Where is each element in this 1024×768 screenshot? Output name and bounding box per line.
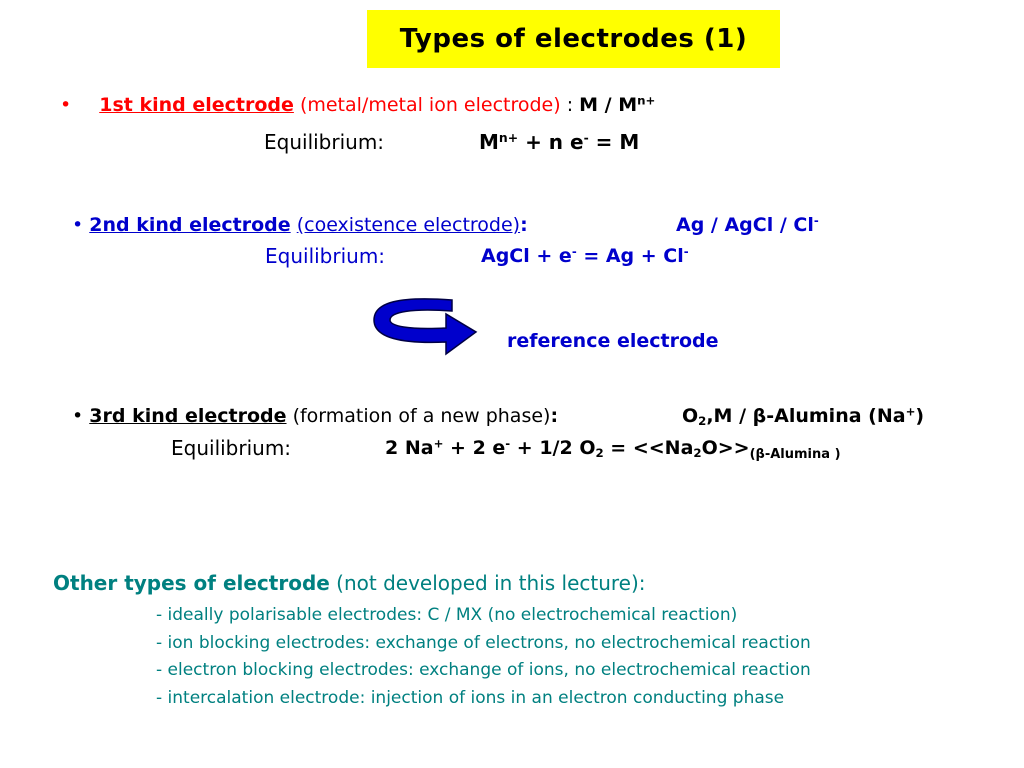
first-kind-formula: M / Mn+: [579, 93, 656, 116]
first-kind-desc: (metal/metal ion electrode): [299, 94, 561, 116]
list-item: - intercalation electrode: injection of …: [156, 687, 785, 708]
second-eq-label: Equilibrium:: [265, 244, 386, 268]
other-types-heading: Other types of electrode (not developed …: [53, 571, 646, 595]
third-kind-colon: :: [550, 405, 559, 427]
bullet: •: [60, 94, 72, 116]
page-title: Types of electrodes (1): [399, 24, 748, 54]
third-kind-desc: (formation of a new phase): [292, 405, 551, 427]
first-eq-formula: Mn+ + n e- = M: [479, 130, 640, 154]
third-item-line: • 3rd kind electrode (formation of a new…: [72, 405, 558, 427]
first-item-line: • 1st kind electrode (metal/metal ion ele…: [60, 94, 655, 116]
list-item: - ion blocking electrodes: exchange of e…: [156, 632, 811, 653]
second-kind-formula: Ag / AgCl / Cl-: [676, 213, 819, 236]
first-eq-label: Equilibrium:: [264, 130, 385, 154]
other-types-note: (not developed in this lecture):: [329, 571, 646, 595]
second-eq-formula: AgCl + e- = Ag + Cl-: [481, 244, 689, 267]
third-kind-formula: O2,M / β-Alumina (Na+): [682, 404, 925, 428]
bullet: •: [72, 405, 84, 427]
second-item-line: • 2nd kind electrode (coexistence electr…: [72, 214, 528, 236]
third-eq-label: Equilibrium:: [171, 436, 292, 460]
first-kind-name: 1st kind electrode: [99, 94, 294, 116]
bullet: •: [72, 214, 84, 236]
second-kind-desc: (coexistence electrode): [296, 214, 521, 236]
first-kind-colon: :: [560, 94, 580, 116]
list-item: - ideally polarisable electrodes: C / MX…: [156, 605, 738, 625]
second-kind-name: 2nd kind electrode: [89, 214, 291, 236]
title-box: Types of electrodes (1): [367, 10, 780, 68]
other-types-title: Other types of electrode: [53, 571, 330, 595]
third-eq-formula: 2 Na+ + 2 e- + 1/2 O2 = <<Na2O>>(β-Alumi…: [385, 436, 841, 462]
list-item: - electron blocking electrodes: exchange…: [156, 660, 811, 680]
second-kind-colon: :: [520, 214, 528, 236]
other-types-list: - ideally polarisable electrodes: C / MX…: [156, 602, 811, 712]
curved-arrow-icon: [373, 298, 478, 356]
third-kind-name: 3rd kind electrode: [89, 405, 287, 427]
reference-electrode-label: reference electrode: [507, 330, 719, 352]
